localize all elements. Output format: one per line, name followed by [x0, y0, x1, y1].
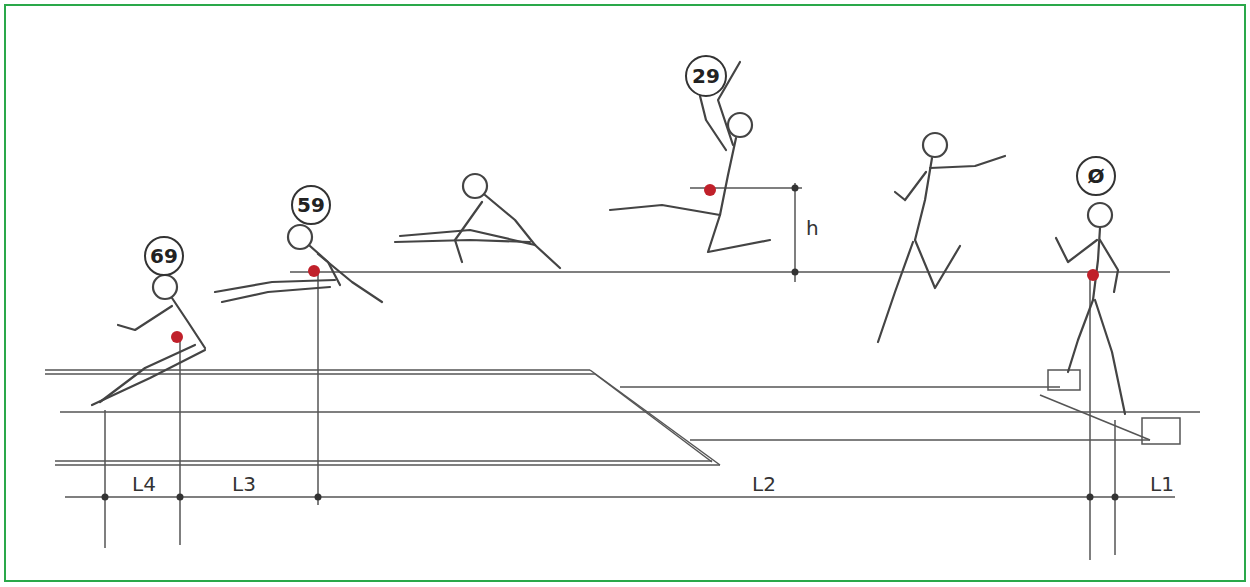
- callout-circle: 69: [144, 236, 184, 276]
- tick-dot: [792, 185, 799, 192]
- measure-line: [65, 496, 1175, 498]
- athlete-leg: [395, 240, 530, 242]
- pit-edge: [45, 373, 595, 375]
- dimension-line: [794, 183, 796, 282]
- athlete-arm: [1100, 240, 1118, 292]
- athlete-leg: [1068, 300, 1093, 372]
- athlete-arm: [700, 96, 726, 150]
- callout-circle: 59: [291, 185, 331, 225]
- athlete-arm: [1056, 238, 1097, 262]
- pit-edge: [55, 464, 720, 466]
- callout-number: 59: [297, 195, 325, 215]
- pit-edge: [590, 370, 720, 465]
- centre-of-gravity: [308, 265, 320, 277]
- athlete-body: [720, 138, 736, 215]
- step-block: [1048, 370, 1080, 390]
- athlete-head: [923, 133, 947, 157]
- measure-line: [317, 272, 319, 505]
- tick-dot: [1112, 494, 1119, 501]
- athlete-leg: [222, 287, 330, 302]
- athlete-head: [728, 113, 752, 137]
- athlete-leg: [610, 205, 720, 215]
- athlete-head: [1088, 203, 1112, 227]
- athlete-leg: [92, 350, 205, 405]
- distance-label: L4: [132, 474, 156, 494]
- tick-dot: [792, 269, 799, 276]
- runway-line: [690, 439, 1150, 441]
- tick-dot: [315, 494, 322, 501]
- athlete-leg: [915, 240, 960, 288]
- athlete-leg: [878, 242, 913, 342]
- athlete-leg: [215, 280, 335, 292]
- distance-label: L2: [752, 474, 776, 494]
- pit-edge: [55, 460, 712, 462]
- athlete-body: [915, 158, 932, 240]
- athlete-body: [1093, 228, 1100, 300]
- take-off-board: [1142, 418, 1180, 444]
- centre-of-gravity: [704, 184, 716, 196]
- frame: [5, 5, 1245, 581]
- athlete-head: [288, 225, 312, 249]
- athlete-arm: [318, 254, 382, 302]
- runway-line: [60, 411, 1200, 413]
- runway-line: [1040, 395, 1150, 440]
- callout-number: Ø: [1087, 166, 1104, 186]
- athlete-arm: [118, 306, 172, 330]
- tick-dot: [1087, 494, 1094, 501]
- athlete-head: [153, 275, 177, 299]
- athlete-body: [485, 195, 535, 245]
- athlete-arm: [930, 156, 1005, 168]
- athlete-arm: [535, 245, 560, 268]
- distance-label: L1: [1150, 474, 1174, 494]
- tick-dot: [177, 494, 184, 501]
- callout-circle: Ø: [1076, 156, 1116, 196]
- centre-of-gravity: [1087, 269, 1099, 281]
- distance-label: L3: [232, 474, 256, 494]
- athlete-leg: [708, 215, 770, 252]
- callout-circle: 29: [685, 55, 727, 97]
- athlete-body: [172, 298, 205, 348]
- tick-dot: [102, 494, 109, 501]
- reference-line: [290, 271, 1170, 273]
- callout-number: 69: [150, 246, 178, 266]
- callout-number: 29: [692, 66, 720, 86]
- measure-line: [179, 340, 181, 545]
- measure-line: [104, 410, 106, 548]
- runway-line: [620, 386, 1060, 388]
- athlete-leg: [1095, 300, 1125, 414]
- athlete-arm: [455, 202, 482, 262]
- athlete-arm: [895, 172, 926, 200]
- height-label: h: [806, 218, 819, 238]
- centre-of-gravity: [171, 331, 183, 343]
- measure-line: [1089, 275, 1091, 560]
- athlete-head: [463, 174, 487, 198]
- athlete-leg: [400, 230, 535, 245]
- measure-line: [1114, 420, 1116, 555]
